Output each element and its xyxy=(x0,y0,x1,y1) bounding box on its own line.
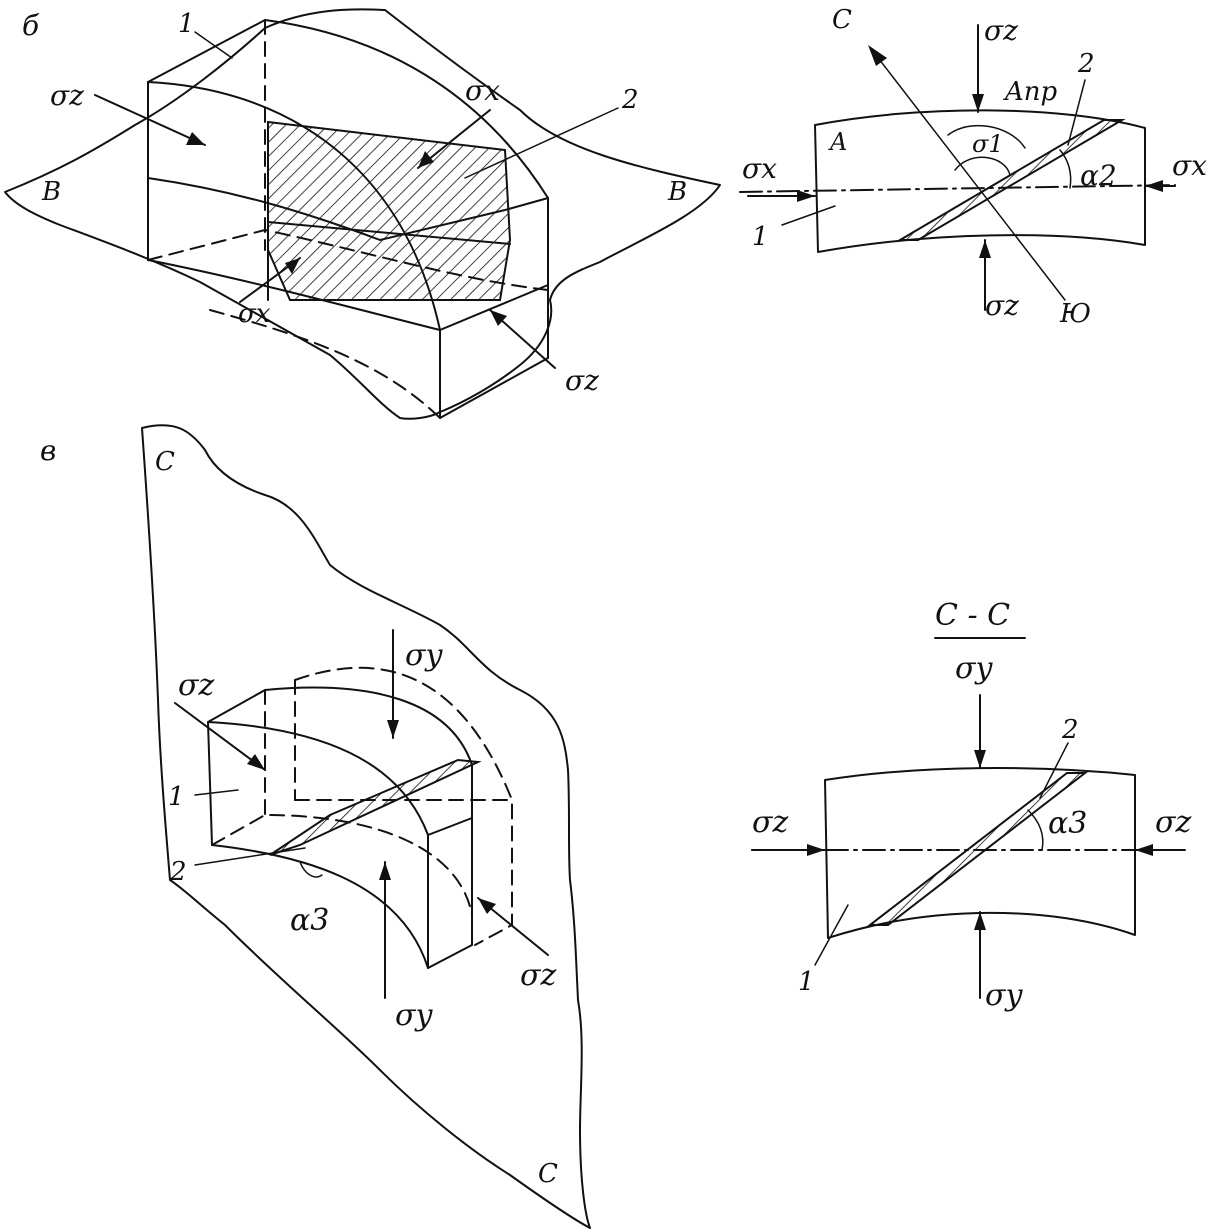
block-hidden-arc xyxy=(209,309,441,419)
arrow-sigma-z-b-left xyxy=(94,94,206,146)
compass-line xyxy=(871,49,1066,301)
plane-c-outline xyxy=(141,424,591,1229)
label-v-sigma-y-top: σy xyxy=(405,638,443,673)
label-sec-sigma-x-right: σx xyxy=(1172,149,1207,182)
arrow-v-sigma-y-top-head xyxy=(387,720,399,738)
fault-plane-v xyxy=(269,758,482,856)
label-cc-alpha-3: α3 xyxy=(1048,806,1087,841)
v-block-right-top xyxy=(427,817,473,836)
label-sigma-z-b-bottom: σz xyxy=(565,364,599,397)
label-cc-sigma-z-left: σz xyxy=(752,805,788,840)
label-sec-2: 2 xyxy=(1077,49,1095,79)
v-alpha-arc xyxy=(299,861,323,878)
label-cc-sigma-z-right: σz xyxy=(1155,805,1191,840)
v-block-top-front xyxy=(207,721,429,836)
v-block-bottom-front xyxy=(211,844,429,969)
label-cc-sigma-y-bottom: σy xyxy=(985,978,1023,1013)
label-cc-2: 2 xyxy=(1061,715,1079,745)
v-block-left-edge xyxy=(207,721,213,846)
block-right-bottom xyxy=(439,357,549,419)
section-fault xyxy=(896,119,1126,241)
leader-v-2 xyxy=(194,847,306,866)
v-block-hidden-bottom xyxy=(211,814,473,916)
leader-sec-2 xyxy=(1067,79,1086,146)
label-sec-a-pr: Aпр xyxy=(1003,77,1058,107)
label-sec-south: Ю xyxy=(1059,299,1091,329)
arrow-v-sigma-z-top-head xyxy=(247,754,265,770)
panel-b: б В В 1 2 σz σx σx σz xyxy=(4,8,721,420)
label-sec-sigma-z-bottom: σz xyxy=(985,289,1019,322)
block-right-mid xyxy=(439,284,549,331)
label-cc-title: C - C xyxy=(935,598,1010,633)
label-plane-b-left: В xyxy=(41,177,61,207)
label-sec-a: A xyxy=(828,128,847,156)
fault-plane-b-rib xyxy=(267,221,511,245)
arrow-cc-sigma-z-left-head xyxy=(807,844,825,856)
arrow-cc-sigma-y-top-head xyxy=(974,750,986,768)
label-plane-c-top: С xyxy=(155,447,175,477)
label-fault-2-b: 2 xyxy=(621,85,639,115)
label-cc-sigma-y-top: σy xyxy=(955,651,993,686)
angle-arc-sigma-1 xyxy=(954,156,1011,176)
fault-plane-b xyxy=(267,120,512,301)
arrow-sigma-z-b-left-head xyxy=(186,132,205,145)
arrow-sec-sigma-x-left-head xyxy=(797,190,815,202)
arrow-sec-sigma-x-right-head xyxy=(1145,180,1163,192)
arrow-v-sigma-y-bottom-head xyxy=(379,862,391,880)
leader-sec-1 xyxy=(781,205,836,226)
arrow-cc-sigma-y-bottom-head xyxy=(974,912,986,930)
compass-north-head xyxy=(868,45,887,66)
arrow-v-sigma-z-bottom-head xyxy=(478,898,496,914)
leader-cc-1 xyxy=(814,904,849,966)
label-sigma-z-b-left: σz xyxy=(50,79,84,112)
arrow-sec-sigma-z-bottom-head xyxy=(979,240,991,258)
section-top-right: С σz Aпр 2 A σ1 α2 σx σx 1 σz Ю xyxy=(739,5,1207,329)
leader-v-1 xyxy=(194,789,239,796)
cc-fault xyxy=(867,772,1088,926)
panel-v: в С С σz σy 1 2 α3 σy σz xyxy=(40,424,591,1229)
arrow-sec-sigma-z-top-head xyxy=(972,94,984,112)
label-v-2: 2 xyxy=(169,857,187,887)
angle-arc-a-pr xyxy=(947,124,1026,149)
leader-cc-2 xyxy=(1039,742,1069,799)
arrow-v-sigma-z-top xyxy=(174,702,266,771)
label-v-sigma-z-bottom: σz xyxy=(520,958,556,993)
plane-b-outline xyxy=(4,8,721,420)
label-plane-b-right: В xyxy=(667,177,687,207)
arrow-cc-sigma-z-right-head xyxy=(1135,844,1153,856)
label-sigma-x-b-top: σx xyxy=(465,74,500,107)
label-sec-1: 1 xyxy=(752,222,769,252)
label-sec-north: С xyxy=(832,5,852,35)
angle-arc-alpha-2 xyxy=(1059,149,1072,189)
label-v-sigma-z-top: σz xyxy=(178,668,214,703)
label-panel-b: б xyxy=(22,9,40,42)
leader-2-b xyxy=(464,107,619,179)
label-sec-sigma-1: σ1 xyxy=(972,130,1004,158)
v-block-right-bottom xyxy=(427,944,473,969)
label-sigma-x-b-bottom: σx xyxy=(238,299,271,329)
arrow-sigma-x-b-bottom-head xyxy=(285,258,300,274)
cc-alpha-arc xyxy=(1027,809,1044,851)
label-sec-sigma-z-top: σz xyxy=(984,14,1018,47)
label-sec-alpha-2: α2 xyxy=(1080,159,1117,192)
label-v-sigma-y-bottom: σy xyxy=(395,998,433,1033)
label-v-alpha-3: α3 xyxy=(290,903,329,938)
leader-1-b xyxy=(194,31,233,59)
arrow-sigma-z-b-bottom-head xyxy=(490,310,507,326)
label-block-1-b: 1 xyxy=(178,9,195,39)
label-plane-c-bottom: С xyxy=(538,1159,558,1189)
block-top-face xyxy=(147,19,549,199)
section-cc: C - C σy 2 α3 σz σz 1 σy xyxy=(751,598,1191,1013)
label-sec-sigma-x-left: σx xyxy=(742,152,777,185)
label-panel-v: в xyxy=(40,434,56,467)
arrow-sigma-x-b-top-head xyxy=(418,151,434,168)
label-cc-1: 1 xyxy=(798,967,815,997)
section-axis xyxy=(739,184,1176,193)
label-v-1: 1 xyxy=(168,782,185,812)
v-block-dashed-outer xyxy=(294,666,513,946)
cc-block-outline xyxy=(824,767,1136,939)
